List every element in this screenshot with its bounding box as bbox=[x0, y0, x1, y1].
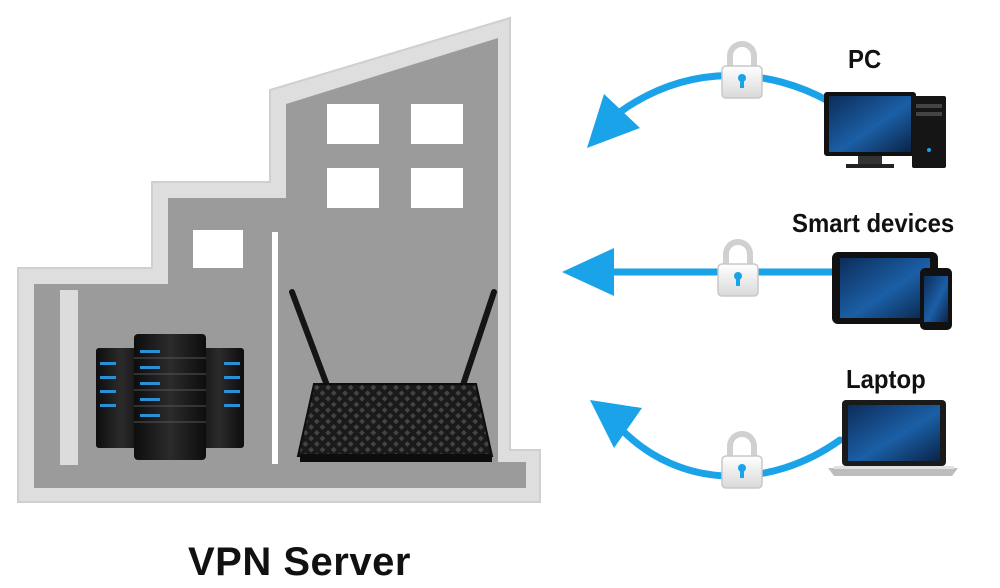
window bbox=[327, 168, 379, 208]
pc-label: PC bbox=[848, 44, 882, 74]
lock-icon bbox=[721, 431, 763, 489]
lock-icon bbox=[721, 41, 763, 99]
building-divider bbox=[272, 232, 278, 464]
window bbox=[411, 168, 463, 208]
vpn-server-label: VPN Server bbox=[188, 540, 411, 584]
laptop-icon bbox=[828, 400, 958, 476]
tablet-phone-icon bbox=[832, 252, 952, 330]
arrow-heads bbox=[562, 94, 642, 448]
router-icon bbox=[289, 289, 497, 462]
building-column bbox=[60, 290, 78, 465]
arrow-head bbox=[562, 248, 614, 296]
laptop-label: Laptop bbox=[846, 364, 926, 394]
window bbox=[327, 104, 379, 144]
window bbox=[193, 230, 243, 268]
arrow-head bbox=[587, 94, 640, 148]
lock-icon bbox=[717, 239, 759, 297]
window bbox=[411, 104, 463, 144]
desktop-pc-icon bbox=[824, 92, 946, 168]
arrow-head bbox=[590, 400, 642, 448]
server-rack-icon bbox=[96, 334, 244, 460]
smart-devices-label: Smart devices bbox=[792, 208, 955, 238]
